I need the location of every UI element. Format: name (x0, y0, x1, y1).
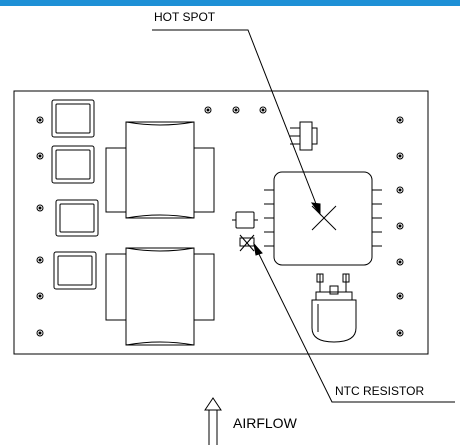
hole (232, 106, 240, 114)
square-component (55, 199, 99, 237)
hole (36, 152, 44, 160)
hole (396, 292, 404, 300)
smd-component (232, 211, 258, 229)
main-ic (264, 171, 382, 266)
transformer-lower (105, 247, 215, 346)
hole (396, 116, 404, 124)
ntc-resistor-body (239, 237, 255, 247)
power-transistor (311, 273, 357, 343)
hole (259, 106, 267, 114)
square-component (51, 145, 95, 184)
ntc-resistor-leader (253, 242, 455, 403)
hole (396, 258, 404, 266)
hole (396, 186, 404, 194)
hole (36, 329, 44, 337)
hole (396, 329, 404, 337)
hole (204, 106, 212, 114)
airflow-label: AIRFLOW (233, 415, 297, 431)
hole (36, 256, 44, 264)
hot-spot-leader (152, 29, 321, 216)
top-accent-bar (0, 0, 460, 6)
hot-spot-x-icon (311, 205, 337, 231)
square-component (53, 251, 97, 290)
hole (396, 222, 404, 230)
regulator-component (290, 121, 318, 151)
hole (396, 152, 404, 160)
ntc-x-icon (239, 234, 255, 252)
square-component (51, 99, 95, 138)
hole (36, 292, 44, 300)
mounting-holes (36, 106, 404, 337)
transformer-upper (105, 121, 215, 219)
hole (36, 204, 44, 212)
ntc-resistor-label: NTC RESISTOR (335, 384, 425, 398)
airflow-arrow-icon (204, 397, 222, 445)
hole (36, 116, 44, 124)
pcb-board (13, 90, 429, 355)
hot-spot-label: HOT SPOT (154, 10, 216, 24)
